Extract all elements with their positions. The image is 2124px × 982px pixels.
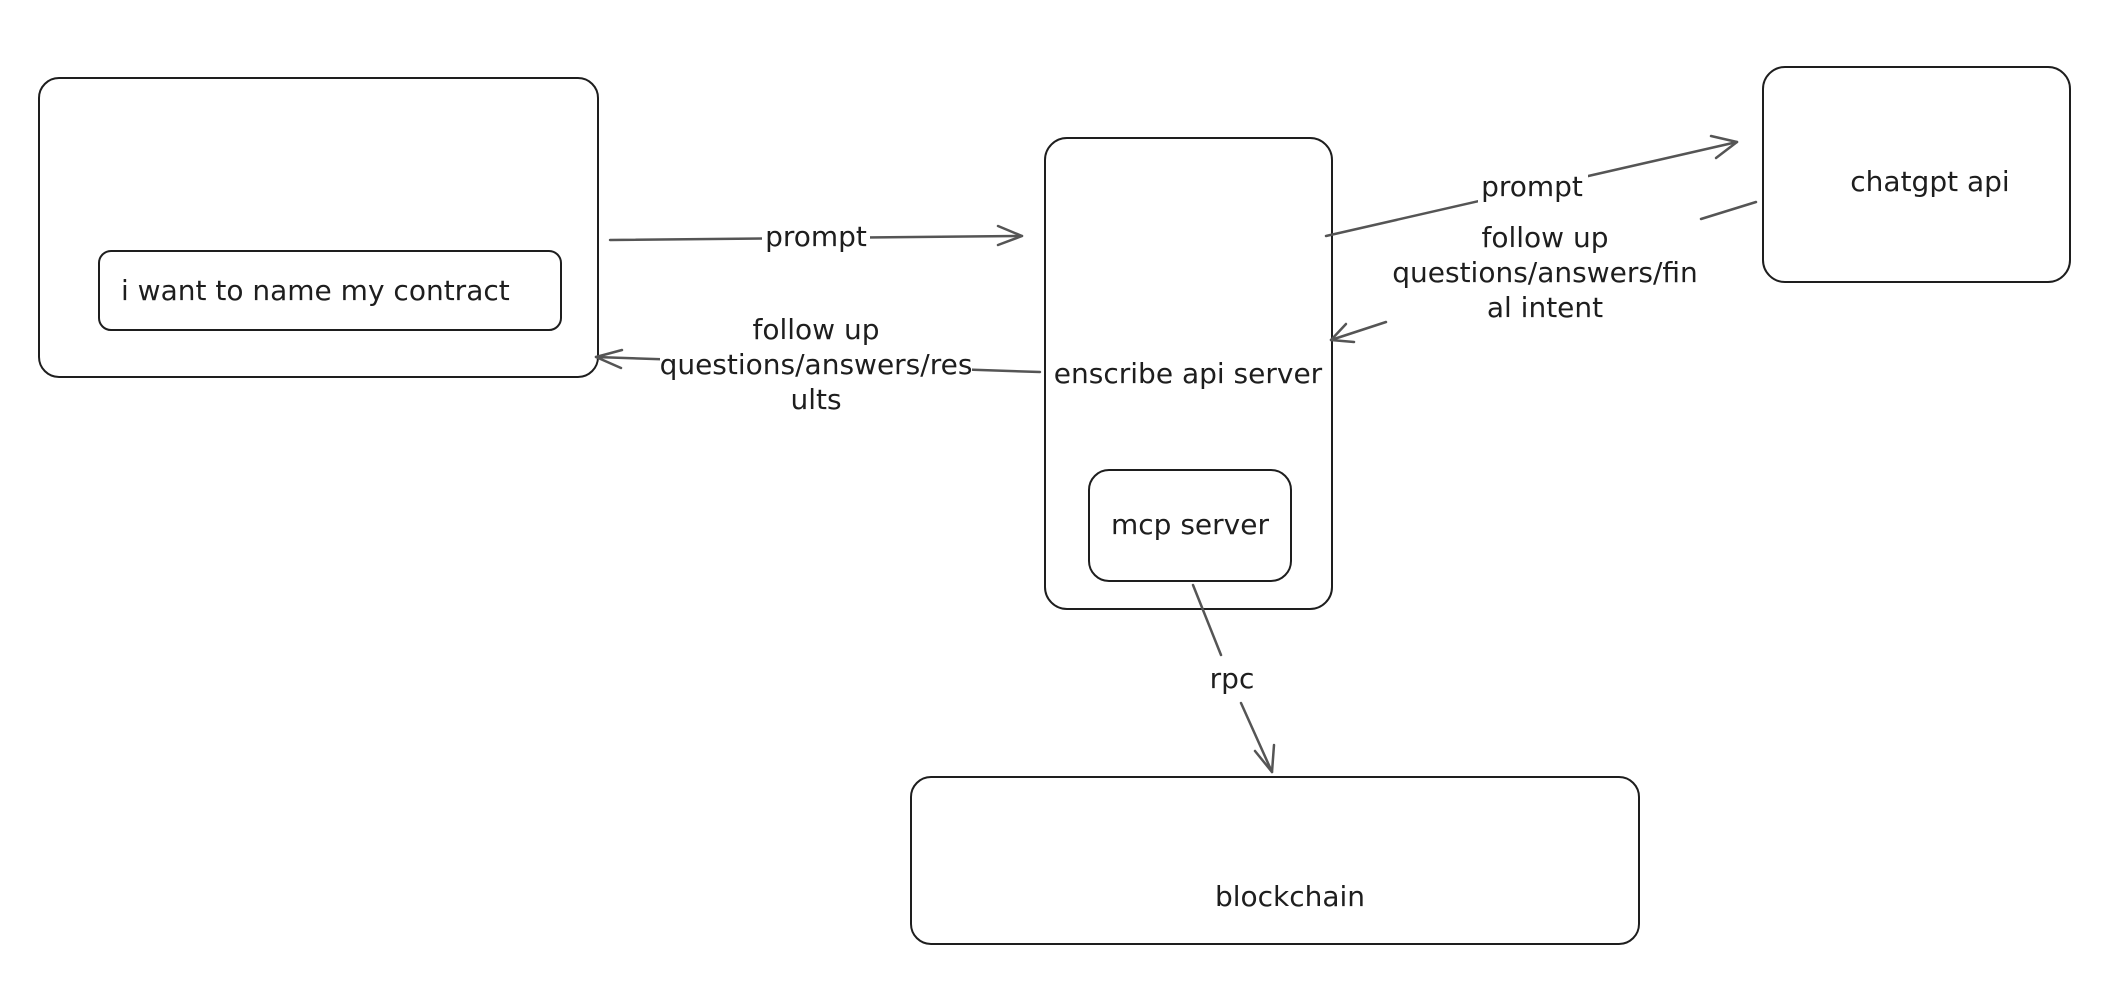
chatgpt-to-server-label-line1: follow up <box>1482 221 1609 254</box>
chatgpt-api-box <box>1762 66 2071 283</box>
client-app-box <box>38 77 599 378</box>
mcp-to-blockchain-label: rpc <box>1210 662 1255 695</box>
mcp-server-box <box>1088 469 1292 582</box>
server-to-chatgpt-arrow: prompt <box>1324 134 1739 238</box>
client-to-server-label: prompt <box>765 220 867 253</box>
chatgpt-to-server-arrow: follow up questions/answers/fin al inten… <box>1329 200 1758 344</box>
prompt-input-box <box>98 250 562 331</box>
blockchain-label: blockchain <box>1215 880 1365 913</box>
server-to-chatgpt-label: prompt <box>1481 170 1583 203</box>
chatgpt-to-server-label-line2: questions/answers/fin <box>1392 256 1698 289</box>
server-to-client-label-line2: questions/answers/res <box>660 348 973 381</box>
chatgpt-api-label: chatgpt api <box>1850 165 2009 198</box>
enscribe-api-server-label: enscribe api server <box>1054 357 1323 390</box>
server-to-client-label-line3: ults <box>790 383 841 416</box>
blockchain-box <box>910 776 1640 945</box>
server-to-client-arrow: follow up questions/answers/res ults <box>594 312 1042 416</box>
mcp-to-blockchain-arrow: rpc <box>1191 583 1276 774</box>
mcp-server-label: mcp server <box>1111 508 1269 541</box>
client-to-server-arrow: prompt <box>608 219 1024 253</box>
server-to-client-label-line1: follow up <box>753 313 880 346</box>
chatgpt-to-server-label-line3: al intent <box>1487 291 1603 324</box>
prompt-input-text: i want to name my contract <box>121 274 510 307</box>
